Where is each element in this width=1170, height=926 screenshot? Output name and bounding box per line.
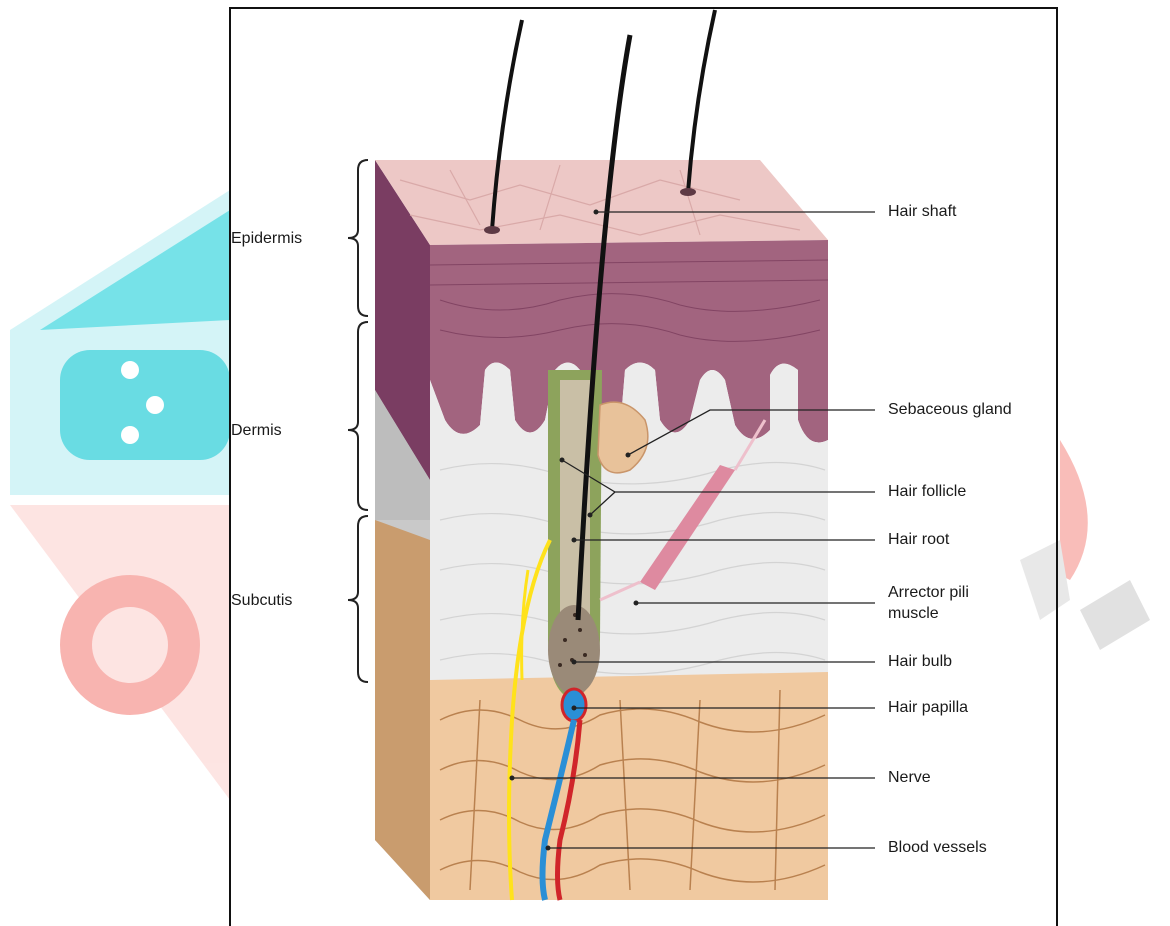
nerve-label: Nerve bbox=[888, 768, 931, 788]
skin-surface bbox=[375, 160, 828, 245]
hair-follicle-label: Hair follicle bbox=[888, 482, 966, 502]
hair-bulb bbox=[548, 605, 600, 695]
sebaceous-gland-label: Sebaceous gland bbox=[888, 400, 1012, 420]
hair-bulb-label: Hair bulb bbox=[888, 652, 952, 672]
epidermis-label: Epidermis bbox=[231, 229, 302, 249]
subcutis-bracket bbox=[348, 516, 368, 682]
blood-vessels-label: Blood vessels bbox=[888, 838, 987, 858]
hair-papilla bbox=[562, 689, 586, 721]
hair-papilla-label: Hair papilla bbox=[888, 698, 968, 718]
dermis-label: Dermis bbox=[231, 421, 282, 441]
subcutis-label: Subcutis bbox=[231, 591, 292, 611]
dermis-bracket bbox=[348, 322, 368, 510]
epidermis-bracket bbox=[348, 160, 368, 316]
arrector-pili-label-line1: Arrector pili bbox=[888, 583, 969, 603]
hair-shaft-label: Hair shaft bbox=[888, 202, 956, 222]
hair-root-label: Hair root bbox=[888, 530, 949, 550]
arrector-pili-label-line2: muscle bbox=[888, 604, 939, 624]
